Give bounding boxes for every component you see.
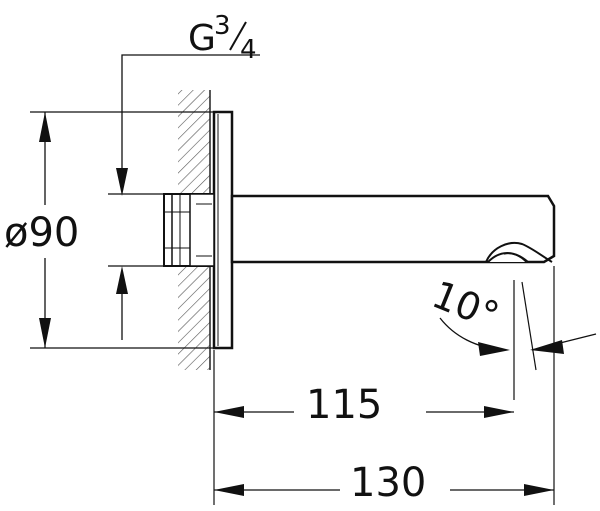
length-130-dimension: 130: [214, 266, 555, 506]
angle-annotation: 10°: [426, 272, 597, 400]
thread-denominator: 4: [240, 35, 257, 65]
thread-numerator: 3: [214, 11, 231, 41]
thread-prefix: G: [188, 18, 216, 59]
threaded-connector: [163, 193, 215, 267]
length-130-label: 130: [350, 460, 426, 506]
length-115-label: 115: [306, 382, 382, 428]
angle-label: 10°: [426, 272, 505, 338]
wall-rosette: [212, 110, 234, 350]
spout-body: [230, 194, 556, 264]
length-115-dimension: 115: [213, 350, 514, 505]
diameter-label: ø90: [4, 210, 79, 256]
diameter-dimension: ø90: [4, 111, 214, 349]
thread-size-annotation: G 3 4: [108, 11, 260, 340]
